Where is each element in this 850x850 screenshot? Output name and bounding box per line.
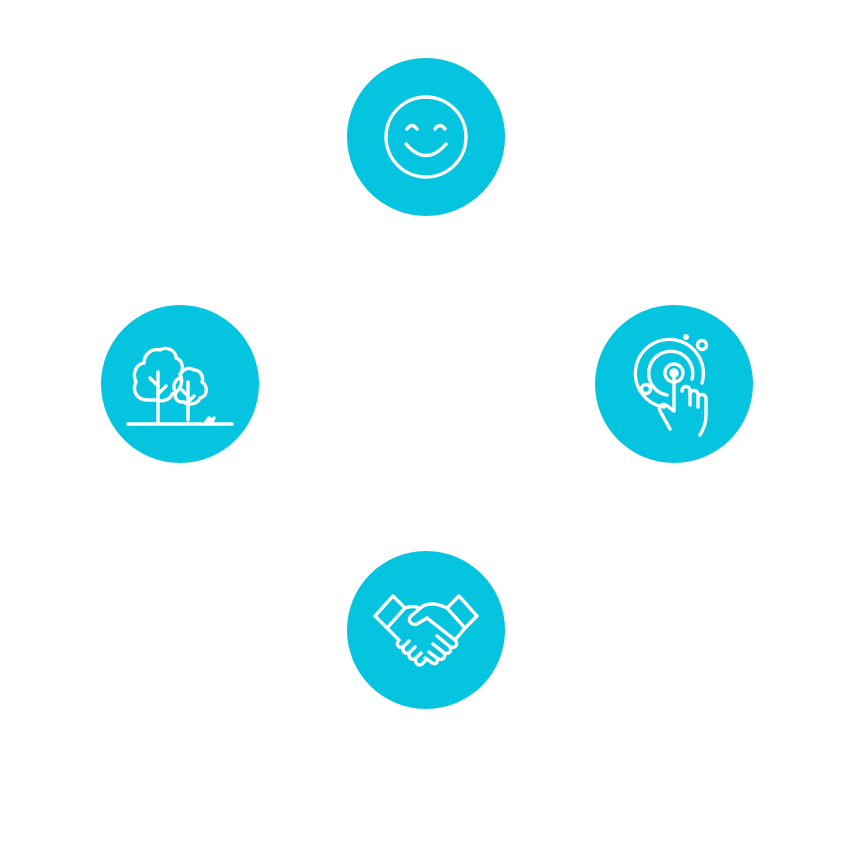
smiley-badge bbox=[347, 58, 505, 216]
touch-target-icon bbox=[633, 334, 709, 437]
handshake-icon bbox=[373, 594, 479, 667]
handshake-badge bbox=[347, 551, 505, 709]
smiley-face-icon bbox=[384, 95, 468, 179]
trees-badge bbox=[101, 305, 259, 463]
trees-icon bbox=[126, 346, 234, 426]
touch-badge bbox=[595, 305, 753, 463]
